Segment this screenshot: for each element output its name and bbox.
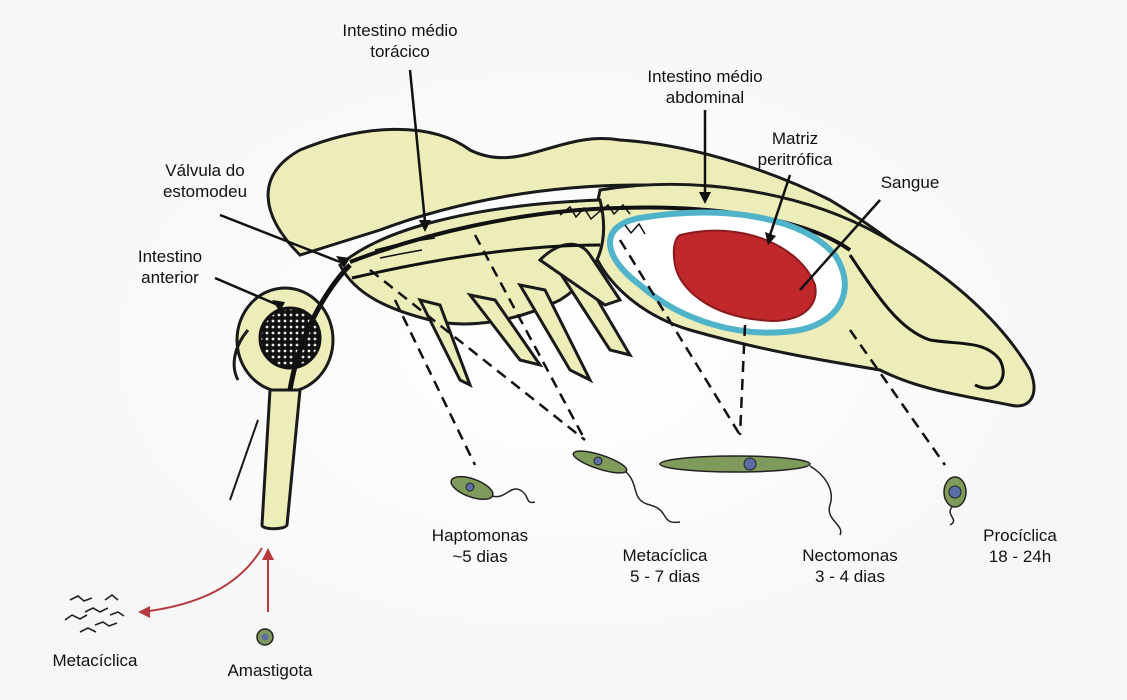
stage-haptomonas: Haptomonas~5 dias — [420, 525, 540, 567]
host-amastigota: Amastigota — [205, 660, 335, 681]
fly-eye — [260, 308, 320, 368]
host-metaciclica: Metacíclica — [30, 650, 160, 671]
amastigote-cell — [257, 629, 273, 645]
label-blood: Sangue — [860, 172, 960, 193]
